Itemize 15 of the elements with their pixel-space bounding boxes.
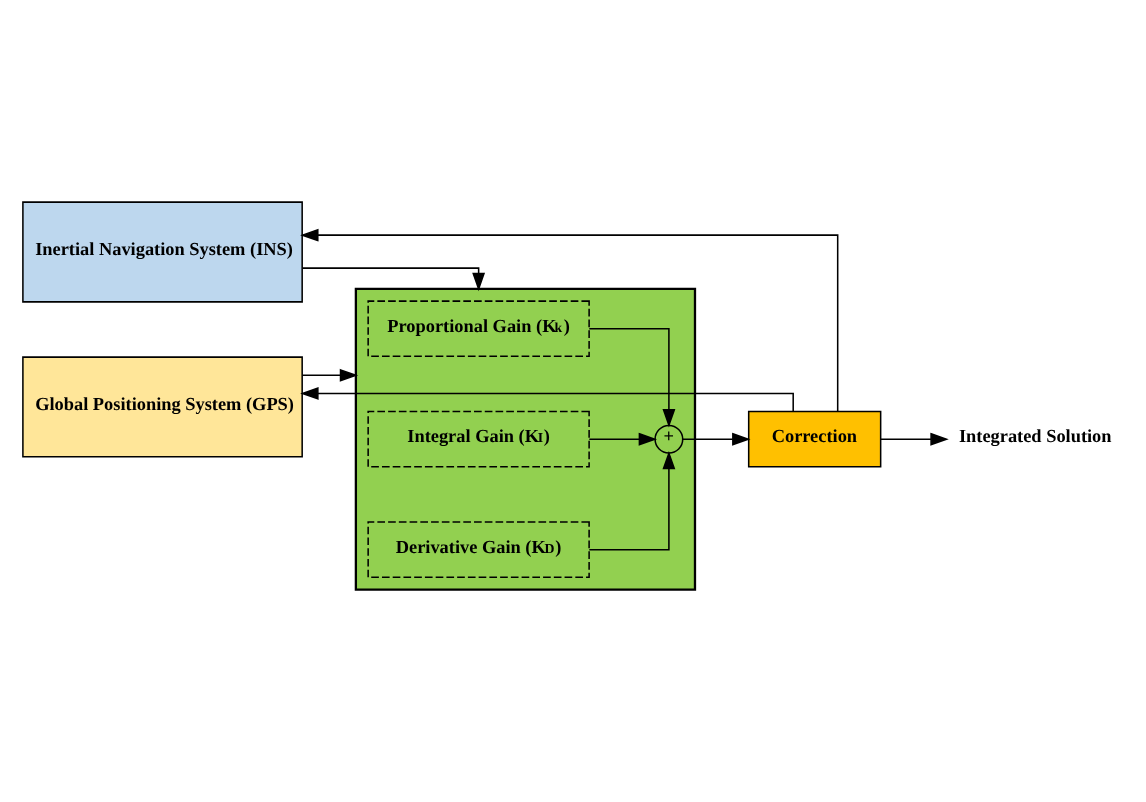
arrow bbox=[588, 449, 676, 550]
arrow bbox=[588, 326, 676, 427]
arrow bbox=[588, 431, 658, 445]
node-box: Global Positioning System (GPS) bbox=[22, 355, 303, 457]
arrow bbox=[300, 227, 839, 412]
arrow bbox=[301, 367, 359, 381]
node-circle: + bbox=[654, 423, 684, 453]
node-box: Correction bbox=[747, 409, 882, 467]
arrow bbox=[682, 431, 751, 445]
node-box: Inertial Navigation System (INS) bbox=[22, 200, 303, 302]
arrow bbox=[879, 431, 949, 445]
cluster bbox=[354, 286, 697, 590]
arrow bbox=[300, 386, 794, 412]
arrow bbox=[301, 266, 486, 291]
node-text: Integrated Solution bbox=[958, 425, 1112, 446]
